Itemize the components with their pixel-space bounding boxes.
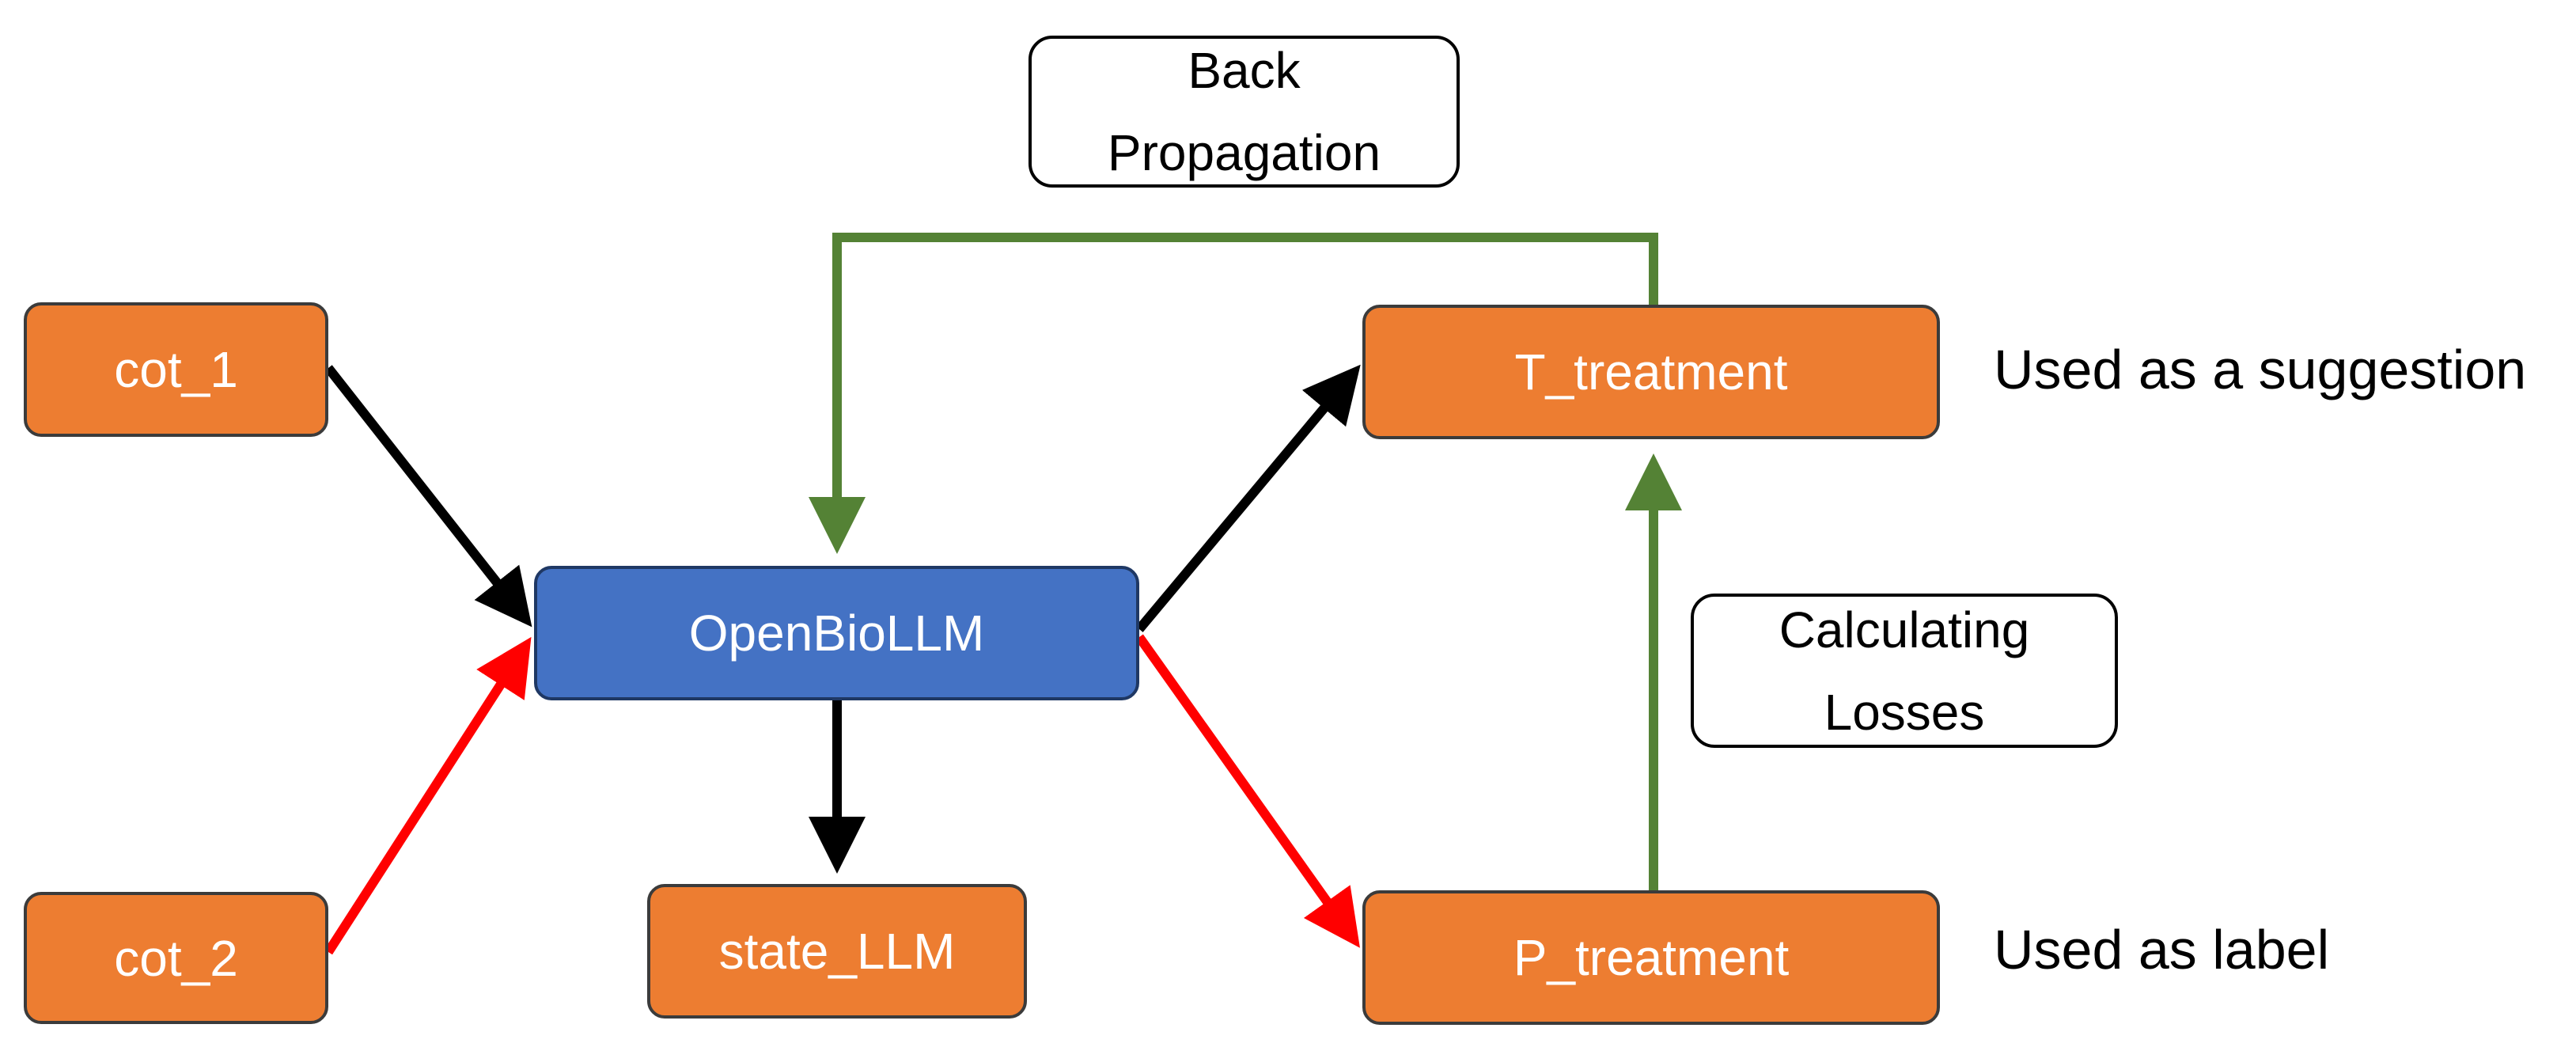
back-propagation-line-1: Back xyxy=(1188,42,1301,99)
node-p-treatment-label: P_treatment xyxy=(1513,929,1790,986)
calculating-losses-line-1: Calculating xyxy=(1779,601,2030,658)
back-propagation-label: Back Propagation xyxy=(1029,36,1460,188)
arrow-cot2-to-openbiollm xyxy=(324,636,532,955)
calculating-losses-line-2: Losses xyxy=(1824,683,1985,741)
node-cot-1-label: cot_1 xyxy=(114,341,238,398)
node-openbiollm: OpenBioLLM xyxy=(534,566,1139,700)
node-state-llm: state_LLM xyxy=(647,884,1027,1019)
p-treatment-note: Used as label xyxy=(1994,919,2330,981)
arrow-openbiollm-to-p-treatment xyxy=(1135,634,1360,948)
node-state-llm-label: state_LLM xyxy=(718,923,956,980)
calculating-losses-label: Calculating Losses xyxy=(1691,594,2118,748)
node-cot-1: cot_1 xyxy=(24,302,328,437)
node-t-treatment-label: T_treatment xyxy=(1514,343,1788,400)
back-propagation-line-2: Propagation xyxy=(1107,124,1381,181)
arrow-back-propagation xyxy=(809,233,1658,554)
node-p-treatment: P_treatment xyxy=(1362,890,1940,1025)
node-cot-2: cot_2 xyxy=(24,892,328,1024)
node-openbiollm-label: OpenBioLLM xyxy=(688,605,985,662)
node-cot-2-label: cot_2 xyxy=(114,929,238,987)
t-treatment-note: Used as a suggestion xyxy=(1994,339,2527,400)
arrow-openbiollm-to-t-treatment xyxy=(1135,364,1361,632)
arrow-cot1-to-openbiollm xyxy=(324,365,532,628)
node-t-treatment: T_treatment xyxy=(1362,305,1940,439)
